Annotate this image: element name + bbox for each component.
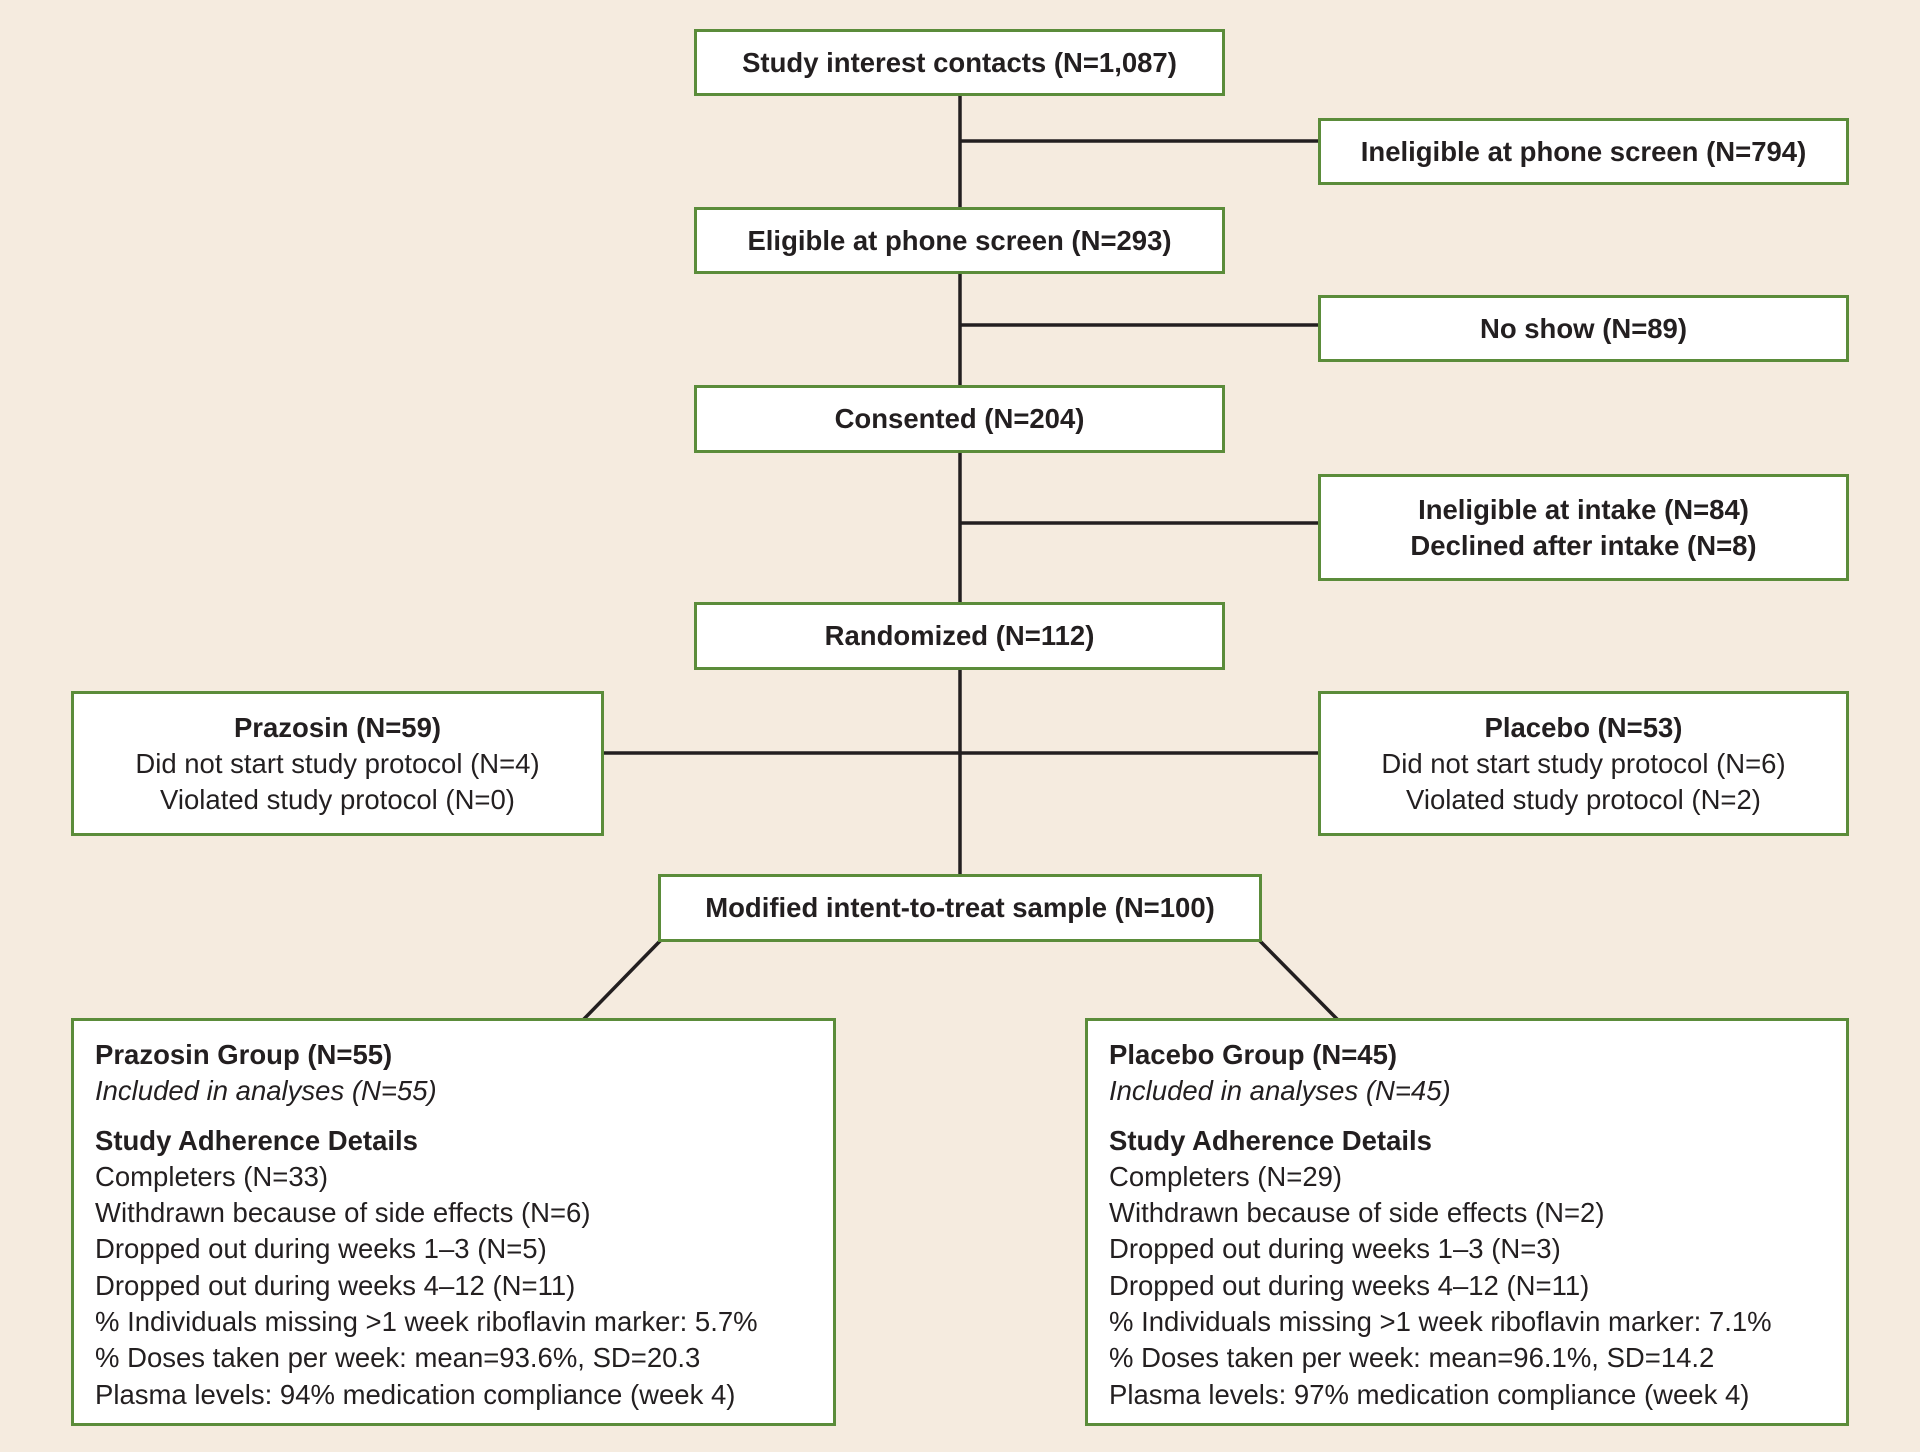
placebo-plasma: Plasma levels: 97% medication compliance… — [1109, 1378, 1750, 1410]
prazosin-group-included: Included in analyses (N=55) — [95, 1075, 437, 1107]
placebo-group-included: Included in analyses (N=45) — [1109, 1075, 1451, 1107]
declined-intake-label: Declined after intake (N=8) — [1410, 529, 1757, 561]
box-eligible-phone: Eligible at phone screen (N=293) — [694, 207, 1225, 274]
placebo-completers: Completers (N=29) — [1109, 1160, 1343, 1192]
box-no-show: No show (N=89) — [1318, 295, 1849, 362]
box-mitt: Modified intent-to-treat sample (N=100) — [658, 874, 1262, 942]
randomized-label: Randomized (N=112) — [824, 620, 1095, 651]
placebo-dropped-weeks-1-3: Dropped out during weeks 1–3 (N=3) — [1109, 1233, 1561, 1265]
placebo-details-heading: Study Adherence Details — [1109, 1124, 1432, 1156]
placebo-arm-violated: Violated study protocol (N=2) — [1406, 783, 1761, 815]
connector-diag-right — [1257, 938, 1340, 1022]
box-prazosin-arm: Prazosin (N=59) Did not start study prot… — [71, 691, 604, 836]
placebo-dropped-weeks-4-12: Dropped out during weeks 4–12 (N=11) — [1109, 1269, 1590, 1301]
prazosin-dropped-weeks-4-12: Dropped out during weeks 4–12 (N=11) — [95, 1269, 576, 1301]
box-ineligible-phone: Ineligible at phone screen (N=794) — [1318, 118, 1849, 185]
connector-diag-left — [581, 938, 663, 1022]
box-placebo-arm: Placebo (N=53) Did not start study proto… — [1318, 691, 1849, 836]
prazosin-completers: Completers (N=33) — [95, 1160, 329, 1192]
consented-label: Consented (N=204) — [834, 403, 1085, 434]
prazosin-dropped-weeks-1-3: Dropped out during weeks 1–3 (N=5) — [95, 1233, 547, 1265]
box-placebo-group: Placebo Group (N=45) Included in analyse… — [1085, 1018, 1849, 1426]
placebo-doses: % Doses taken per week: mean=96.1%, SD=1… — [1109, 1342, 1715, 1374]
ineligible-phone-label: Ineligible at phone screen (N=794) — [1360, 135, 1807, 167]
box-contacts: Study interest contacts (N=1,087) — [694, 29, 1225, 96]
prazosin-arm-violated: Violated study protocol (N=0) — [160, 783, 515, 815]
prazosin-riboflavin: % Individuals missing >1 week riboflavin… — [95, 1306, 758, 1338]
box-randomized: Randomized (N=112) — [694, 602, 1225, 670]
prazosin-withdrawn: Withdrawn because of side effects (N=6) — [95, 1197, 591, 1229]
prazosin-group-title: Prazosin Group (N=55) — [95, 1039, 393, 1070]
eligible-phone-label: Eligible at phone screen (N=293) — [747, 224, 1172, 256]
placebo-group-title: Placebo Group (N=45) — [1109, 1039, 1398, 1070]
placebo-arm-not-started: Did not start study protocol (N=6) — [1381, 747, 1786, 779]
prazosin-arm-not-started: Did not start study protocol (N=4) — [135, 747, 540, 779]
prazosin-doses: % Doses taken per week: mean=93.6%, SD=2… — [95, 1342, 701, 1374]
no-show-label: No show (N=89) — [1479, 312, 1688, 344]
placebo-arm-title: Placebo (N=53) — [1484, 711, 1683, 743]
box-consented: Consented (N=204) — [694, 385, 1225, 453]
prazosin-plasma: Plasma levels: 94% medication compliance… — [95, 1378, 736, 1410]
mitt-label: Modified intent-to-treat sample (N=100) — [705, 892, 1215, 923]
placebo-riboflavin: % Individuals missing >1 week riboflavin… — [1109, 1306, 1772, 1338]
box-prazosin-group: Prazosin Group (N=55) Included in analys… — [71, 1018, 836, 1426]
ineligible-intake-label: Ineligible at intake (N=84) — [1418, 493, 1749, 525]
prazosin-arm-title: Prazosin (N=59) — [233, 711, 442, 743]
prazosin-details-heading: Study Adherence Details — [95, 1124, 418, 1156]
placebo-withdrawn: Withdrawn because of side effects (N=2) — [1109, 1197, 1605, 1229]
box-intake-exclusions: Ineligible at intake (N=84) Declined aft… — [1318, 474, 1849, 581]
contacts-label: Study interest contacts (N=1,087) — [742, 46, 1177, 78]
